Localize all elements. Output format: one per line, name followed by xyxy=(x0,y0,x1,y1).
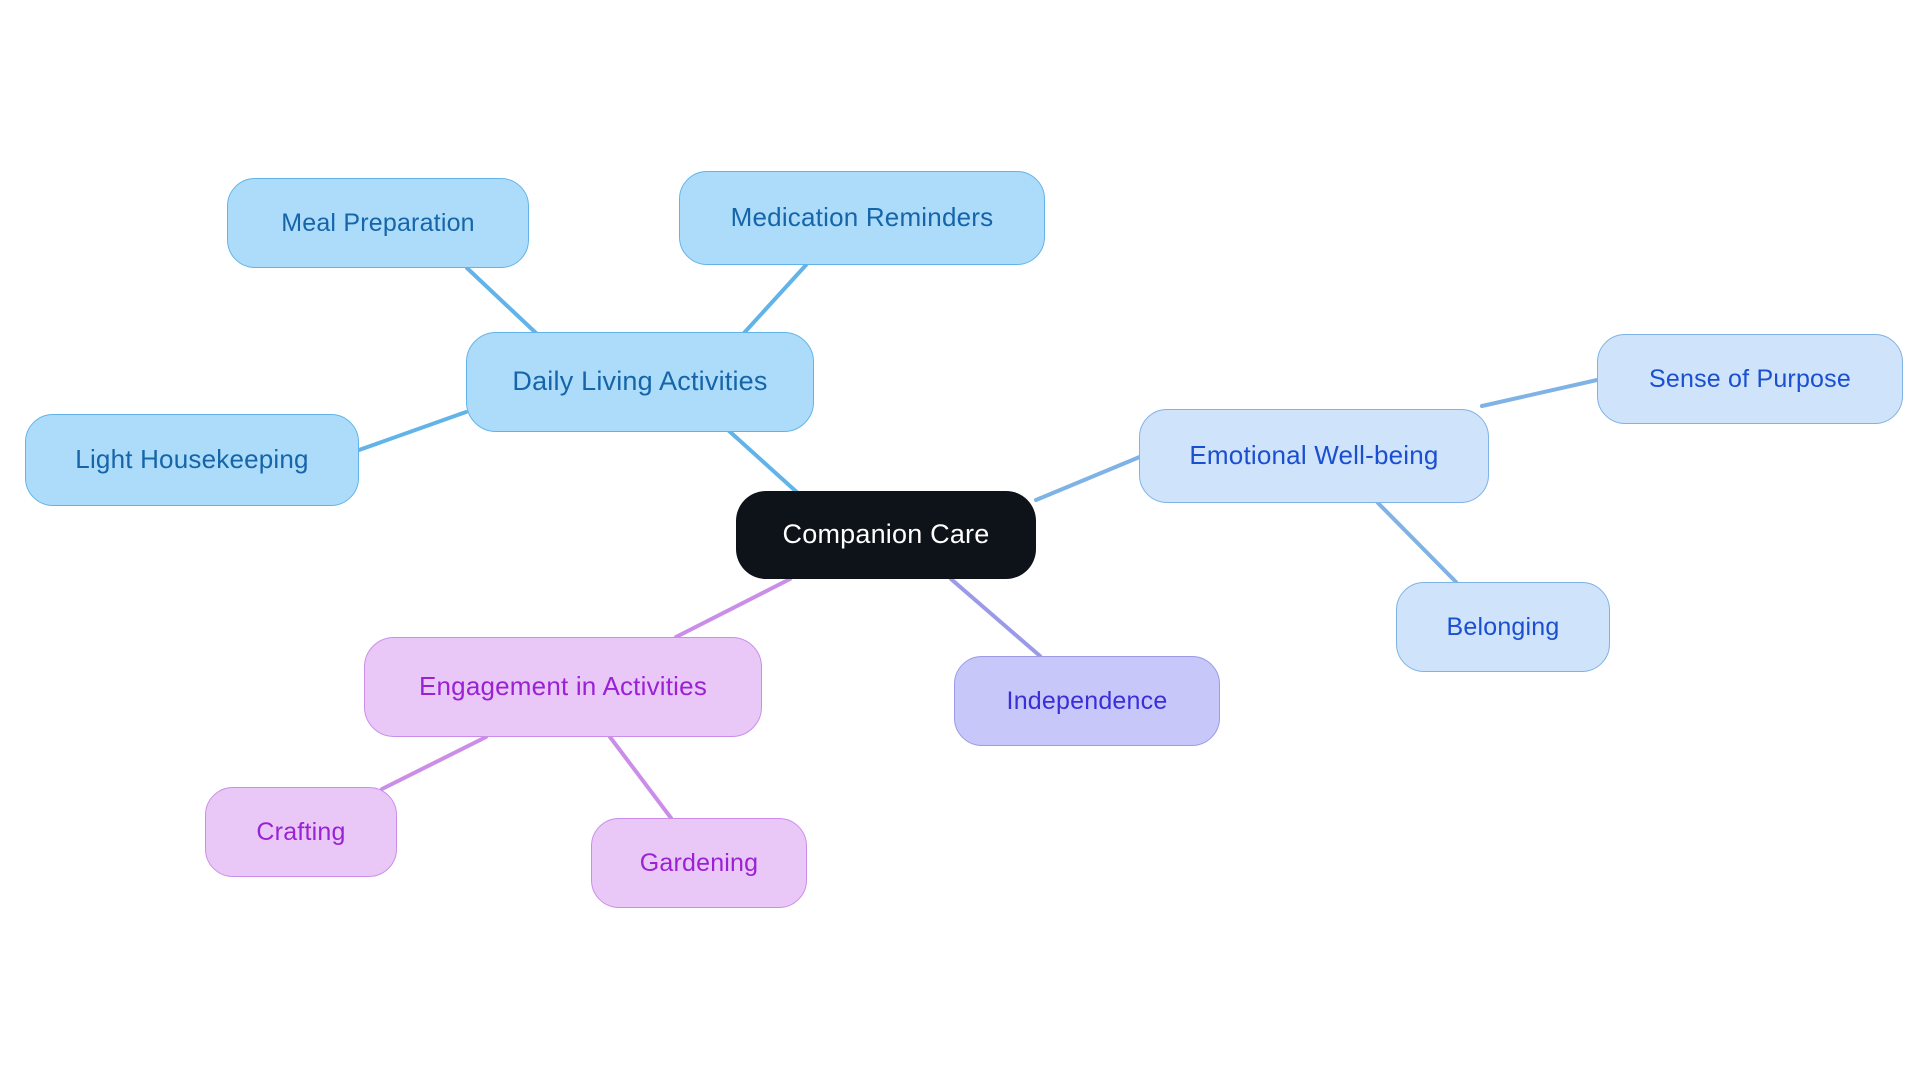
mindmap-node-label: Sense of Purpose xyxy=(1649,364,1851,393)
edge-root-to-emotional-well-being xyxy=(1034,454,1144,502)
mindmap-node-label: Crafting xyxy=(256,817,346,846)
mindmap-node-label: Emotional Well-being xyxy=(1189,440,1439,471)
mindmap-node-sense-of-purpose[interactable]: Sense of Purpose xyxy=(1597,334,1903,424)
mindmap-node-independence[interactable]: Independence xyxy=(954,656,1220,746)
edge-root-to-independence xyxy=(949,577,1042,658)
mindmap-node-label: Gardening xyxy=(639,848,759,877)
edge-emotional-well-being-to-belonging xyxy=(1376,501,1458,584)
edge-emotional-well-being-to-sense-of-purpose xyxy=(1480,378,1599,408)
mindmap-node-label: Light Housekeeping xyxy=(75,444,309,475)
mindmap-node-label: Medication Reminders xyxy=(730,202,994,233)
mindmap-node-engagement-in-activities[interactable]: Engagement in Activities xyxy=(364,637,762,737)
mindmap-node-label: Belonging xyxy=(1446,612,1560,641)
mindmap-node-label: Companion Care xyxy=(782,519,990,550)
mindmap-node-daily-living-activities[interactable]: Daily Living Activities xyxy=(466,332,814,432)
mindmap-node-label: Engagement in Activities xyxy=(418,671,708,702)
mindmap-node-meal-preparation[interactable]: Meal Preparation xyxy=(227,178,529,268)
edge-root-to-engagement-in-activities xyxy=(674,577,792,639)
edge-daily-living-activities-to-light-housekeeping xyxy=(357,410,468,452)
edge-daily-living-activities-to-meal-preparation xyxy=(465,266,539,336)
mindmap-node-label: Daily Living Activities xyxy=(512,366,768,397)
mindmap-node-root[interactable]: Companion Care xyxy=(736,491,1036,579)
edge-daily-living-activities-to-medication-reminders xyxy=(742,263,808,335)
mindmap-node-label: Independence xyxy=(1006,686,1168,715)
edge-root-to-daily-living-activities xyxy=(726,428,802,497)
mindmap-node-label: Meal Preparation xyxy=(281,208,475,237)
mindmap-node-gardening[interactable]: Gardening xyxy=(591,818,807,908)
edge-engagement-in-activities-to-crafting xyxy=(380,735,488,791)
mindmap-node-crafting[interactable]: Crafting xyxy=(205,787,397,877)
mindmap-node-medication-reminders[interactable]: Medication Reminders xyxy=(679,171,1045,265)
mindmap-node-light-housekeeping[interactable]: Light Housekeeping xyxy=(25,414,359,506)
mindmap-node-belonging[interactable]: Belonging xyxy=(1396,582,1610,672)
mindmap-node-emotional-well-being[interactable]: Emotional Well-being xyxy=(1139,409,1489,503)
edge-engagement-in-activities-to-gardening xyxy=(608,735,673,820)
